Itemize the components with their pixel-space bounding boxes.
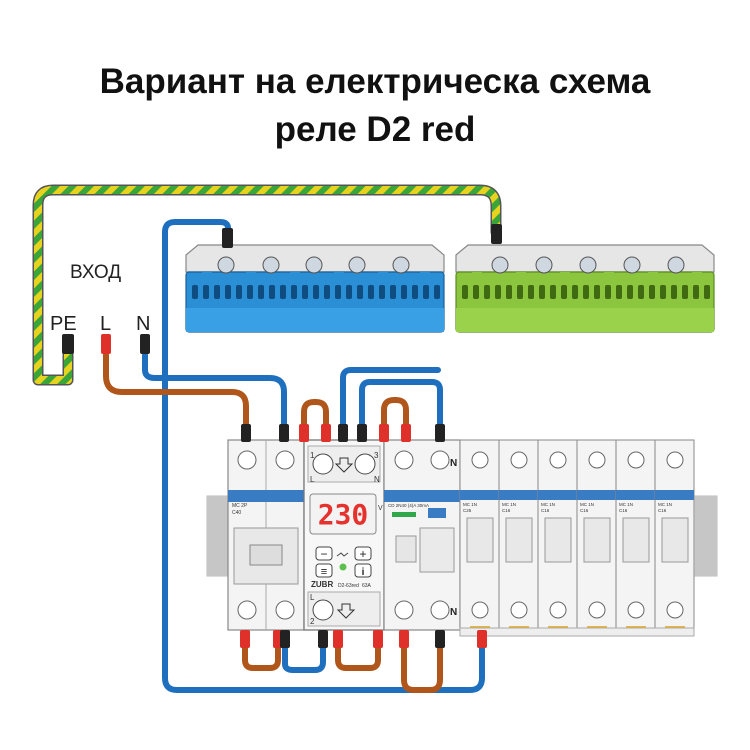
relay-minus-button[interactable] (315, 546, 333, 561)
phase-wires (103, 352, 443, 693)
neutral-busbar (185, 244, 445, 333)
input-n-label: N (136, 313, 150, 335)
breaker-4-label: MC 1N (580, 502, 594, 507)
diagram-title: Вариант на електрическа схема реле D2 re… (0, 58, 750, 154)
rcd-n-top-label: N (450, 458, 457, 469)
breaker-1-label: MC 1N (463, 502, 477, 507)
relay-brand: ZUBR (311, 580, 333, 589)
breaker-3: MC 1N C16 (537, 439, 578, 632)
relay-terminal-3-label: 3 (374, 451, 379, 460)
breaker-3-rating: C16 (541, 508, 550, 513)
main-breaker-rating: C40 (232, 510, 241, 516)
rcd-n-bottom-label: N (450, 607, 457, 618)
relay-info-button[interactable] (354, 563, 372, 578)
arrow-down-icon (334, 457, 354, 473)
relay-model: D2-63red (338, 583, 359, 589)
relay-terminal-1-label: 1 (310, 451, 315, 460)
breaker-4: MC 1N C16 (576, 439, 617, 632)
relay-terminal-1-screw (312, 453, 334, 475)
relay-terminal-2-label: 2 (310, 617, 315, 626)
rcd-label: CD 2N40 (4)A 30mA (388, 503, 429, 508)
relay-menu-icon: ≡ (321, 566, 327, 578)
title-line-1: Вариант на електрическа схема (99, 62, 651, 101)
breaker-1: MC 1N C25 (459, 439, 500, 632)
relay-terminal-2-screw (312, 599, 334, 621)
main-breaker-label: MC 2P (232, 503, 248, 509)
relay-terminal-3-screw (354, 453, 376, 475)
relay-v-mark: V (378, 505, 383, 512)
neutral-wires (142, 219, 485, 693)
rcd-device: CD 2N40 (4)A 30mA N N (383, 439, 461, 631)
breaker-6-rating: C16 (658, 508, 667, 513)
breaker-6: MC 1N C16 (654, 439, 695, 632)
relay-l-top-label: L (310, 475, 315, 484)
relay-rating: 63A (362, 583, 372, 589)
title-line-2: реле D2 red (274, 110, 476, 149)
breaker-4-rating: C16 (580, 508, 589, 513)
breaker-6-label: MC 1N (658, 502, 672, 507)
arrow-down-icon-bottom (336, 603, 356, 619)
breaker-3-label: MC 1N (541, 502, 555, 507)
voltage-relay: 1 3 L N 230 V − + ≡ i ZUBR D2-63red 63A … (303, 439, 385, 631)
wire-ferrules (62, 224, 502, 648)
breaker-5: MC 1N C16 (615, 439, 656, 632)
input-l-label: L (100, 313, 111, 335)
earth-wire (32, 184, 502, 386)
relay-menu-button[interactable] (315, 563, 333, 578)
breaker-2: MC 1N C16 (498, 439, 539, 632)
input-heading: ВХОД (70, 262, 121, 283)
relay-n-top-label: N (374, 475, 380, 484)
relay-l-bottom-label: L (310, 593, 315, 602)
relay-info-icon: i (362, 567, 365, 578)
relay-plus-button[interactable] (354, 546, 372, 561)
main-breaker: MC 2P C40 (227, 439, 305, 631)
relay-contact-symbol (336, 552, 349, 557)
input-pe-label: PE (50, 313, 77, 335)
earth-busbar (455, 244, 715, 333)
relay-plus-label: + (359, 547, 366, 561)
relay-minus-label: − (320, 547, 327, 561)
breaker-row: MC 1N C25 MC 1N C16 MC 1N C16 (459, 439, 695, 637)
relay-status-led (339, 563, 347, 571)
breaker-5-label: MC 1N (619, 502, 633, 507)
breaker-2-rating: C16 (502, 508, 511, 513)
breaker-1-rating: C25 (463, 508, 472, 513)
breaker-2-label: MC 1N (502, 502, 516, 507)
relay-voltage-display: 230 (318, 498, 369, 531)
breaker-5-rating: C16 (619, 508, 628, 513)
